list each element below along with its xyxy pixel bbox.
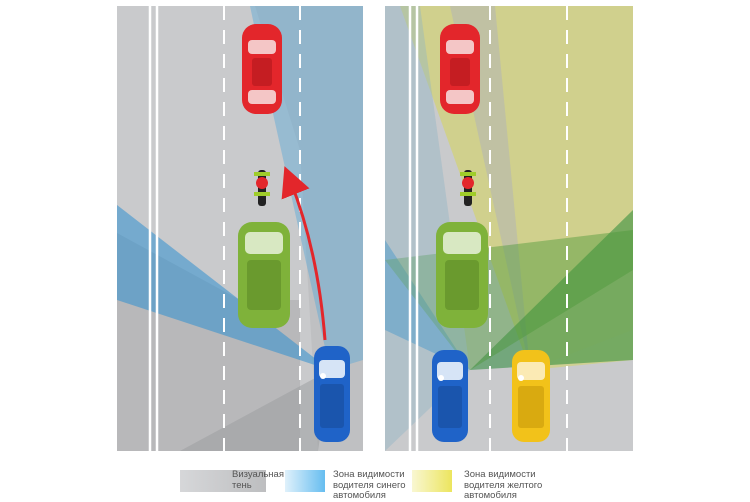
legend-label: Визуальная тень [232, 469, 284, 491]
legend-label: Зона видимости водителя синего автомобил… [333, 469, 406, 501]
shadow-zone [180, 370, 330, 451]
red-car [242, 24, 282, 114]
blue-visibility-zone [117, 205, 330, 370]
green-car [238, 222, 290, 328]
legend-label: Зона видимости водителя желтого автомоби… [464, 469, 543, 501]
lane-change-arrow [281, 166, 327, 341]
red-car [440, 24, 480, 114]
motorcycle [254, 170, 270, 206]
right-panel [385, 6, 633, 451]
motorcycle [460, 170, 476, 206]
green-car [436, 222, 488, 328]
yellow-car [512, 350, 550, 442]
blue-car [432, 350, 468, 442]
road-diagram [117, 6, 633, 451]
blue-car [314, 346, 350, 442]
legend-swatch-blue [285, 470, 325, 492]
shadow-zone [255, 6, 363, 451]
legend-swatch-shadow [180, 470, 266, 492]
left-panel [117, 6, 363, 451]
blue-visibility-zone [385, 240, 470, 370]
blue-visibility-zone [385, 6, 470, 451]
legend-swatch-yellow [412, 470, 452, 492]
overlap-zone [470, 210, 633, 370]
